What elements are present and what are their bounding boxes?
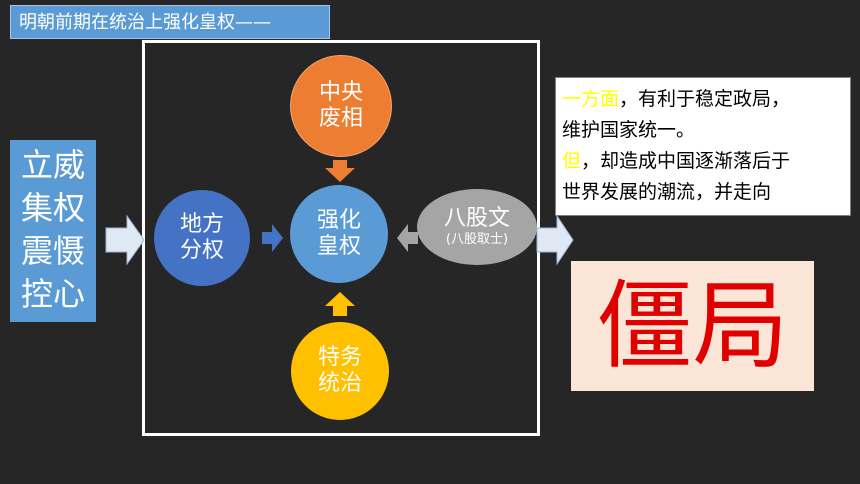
text-line: 维护国家统一。 [562,119,696,141]
circle-secret-police-rule: 特务 统治 [291,322,389,420]
stalemate-box: 僵局 [571,261,814,391]
arrow-right-icon [262,224,283,252]
title-bar: 明朝前期在统治上强化皇权—— [10,5,330,39]
circle-label: 地方 [179,212,224,237]
circle-eight-legged-essay: 八股文 (八股取士) [417,189,537,265]
left-box-line: 立威 [20,146,85,184]
highlight-text: 但 [562,150,582,172]
circle-label: 八股文 [443,206,510,231]
arrow-left-icon [397,224,418,252]
circle-label: 统治 [317,371,362,396]
circle-label: 特务 [317,345,362,370]
circle-label: 皇权 [316,234,361,259]
text-line: 一方面，有利于稳定政局， [562,84,844,115]
circle-sublabel: (八股取士) [445,232,509,247]
text-segment: ，却造成中国逐渐落后于 [581,150,791,172]
arrow-down-icon [325,160,355,182]
arrow-up-icon [325,292,355,316]
left-box-line: 震慑 [20,232,85,270]
circle-local-divide-power: 地方 分权 [154,190,250,286]
circle-label: 强化 [316,208,361,233]
text-line: 世界发展的潮流，并走向 [562,181,772,203]
circle-label: 中央 [318,80,363,105]
evaluation-text-box: 一方面，有利于稳定政局， 维护国家统一。 但，却造成中国逐渐落后于 世界发展的潮… [555,77,851,216]
left-box: 立威 集权 震慑 控心 [10,140,96,322]
text-segment: ，有利于稳定政局， [619,88,791,110]
text-line: 但，却造成中国逐渐落后于 [562,146,844,177]
circle-label: 分权 [179,238,224,263]
left-box-line: 集权 [20,189,85,227]
left-box-line: 控心 [20,275,85,313]
arrow-right-icon [536,214,574,266]
circle-central-abolish-chancellor: 中央 废相 [290,55,392,157]
circle-strengthen-imperial-power: 强化 皇权 [290,185,388,283]
highlight-text: 一方面 [562,88,620,110]
circle-label: 废相 [318,106,363,131]
arrow-right-icon [105,214,145,266]
